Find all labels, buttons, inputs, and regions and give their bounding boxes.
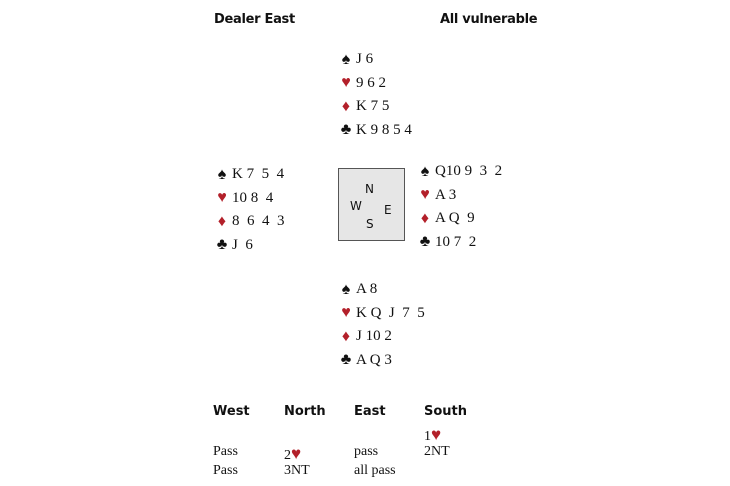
auction-call: Pass <box>213 444 238 460</box>
club-icon: ♣ <box>419 233 431 251</box>
auction-call: all pass <box>354 463 396 479</box>
compass-box: N W E S <box>338 168 405 241</box>
spade-icon: ♠ <box>341 50 351 68</box>
diamond-icon: ♦ <box>420 209 430 227</box>
spade-icon: ♠ <box>217 165 227 183</box>
call-text: 1 <box>424 429 431 444</box>
vulnerability-label: All vulnerable <box>440 12 538 27</box>
north-hand: ♠J 6♥9 6 2♦K 7 5♣K 9 8 5 4 <box>338 48 412 142</box>
north-hearts-row: ♥ 9 6 2 <box>338 72 412 96</box>
east-spades-cards: Q10 9 3 2 <box>435 163 503 180</box>
auction-header: East <box>354 404 386 419</box>
north-clubs-cards: K 9 8 5 4 <box>356 121 412 138</box>
south-spades-row: ♠ A 8 <box>338 278 425 302</box>
call-text: pass <box>354 444 379 459</box>
diamond-icon: ♦ <box>341 97 351 115</box>
east-hearts-cards: A 3 <box>435 186 457 203</box>
dealer-label: Dealer East <box>214 12 295 27</box>
south-hand: ♠A 8♥K Q J 7 5♦J 10 2♣A Q 3 <box>338 278 425 372</box>
auction-call: pass <box>354 444 378 460</box>
heart-icon: ♥ <box>420 186 430 204</box>
south-spades-cards: A 8 <box>356 281 378 298</box>
diamond-icon: ♦ <box>341 327 351 345</box>
auction-header: West <box>213 404 250 419</box>
compass-east: E <box>384 203 392 217</box>
call-text: Pass <box>213 444 238 459</box>
east-diamonds-row: ♦ A Q 9 <box>417 207 502 231</box>
east-hearts-row: ♥ A 3 <box>417 184 502 208</box>
heart-icon: ♥ <box>341 304 351 322</box>
east-spades-row: ♠ Q10 9 3 2 <box>417 160 502 184</box>
compass-south: S <box>366 217 374 231</box>
auction-call: 2NT <box>424 444 450 460</box>
east-hand: ♠Q10 9 3 2♥A 3♦A Q 9♣10 7 2 <box>417 160 502 254</box>
north-diamonds-cards: K 7 5 <box>356 98 390 115</box>
compass-north: N <box>365 182 374 196</box>
south-clubs-row: ♣A Q 3 <box>338 349 425 373</box>
heart-icon: ♥ <box>291 444 302 463</box>
compass-west: W <box>350 199 362 213</box>
call-text: 2NT <box>424 444 450 459</box>
north-spades-cards: J 6 <box>356 51 374 68</box>
south-hearts-row: ♥ K Q J 7 5 <box>338 302 425 326</box>
heart-icon: ♥ <box>217 189 227 207</box>
north-hearts-cards: 9 6 2 <box>356 74 386 91</box>
auction-call: 2♥ <box>284 444 301 464</box>
west-clubs-cards: J 6 <box>232 236 253 253</box>
west-hearts-cards: 10 8 4 <box>232 189 274 206</box>
west-clubs-row: ♣J 6 <box>214 234 285 258</box>
club-icon: ♣ <box>216 236 228 254</box>
heart-icon: ♥ <box>341 74 351 92</box>
west-spades-cards: K 7 5 4 <box>232 166 285 183</box>
east-clubs-cards: 10 7 2 <box>435 233 477 250</box>
south-diamonds-row: ♦ J 10 2 <box>338 325 425 349</box>
east-clubs-row: ♣10 7 2 <box>417 231 502 255</box>
auction-call: 3NT <box>284 463 310 479</box>
auction-header: South <box>424 404 468 419</box>
club-icon: ♣ <box>340 351 352 369</box>
auction-header: North <box>284 404 326 419</box>
call-text: 2 <box>284 448 291 463</box>
spade-icon: ♠ <box>420 162 430 180</box>
call-text: 3NT <box>284 463 310 478</box>
club-icon: ♣ <box>340 121 352 139</box>
west-hearts-row: ♥ 10 8 4 <box>214 187 285 211</box>
north-clubs-row: ♣K 9 8 5 4 <box>338 119 412 143</box>
call-text: Pass <box>213 463 238 478</box>
spade-icon: ♠ <box>341 280 351 298</box>
auction-call: 1♥ <box>424 425 441 445</box>
auction-call: Pass <box>213 463 238 479</box>
diamond-icon: ♦ <box>217 212 227 230</box>
north-diamonds-row: ♦ K 7 5 <box>338 95 412 119</box>
west-diamonds-cards: 8 6 4 3 <box>232 213 285 230</box>
south-hearts-cards: K Q J 7 5 <box>356 304 425 321</box>
east-diamonds-cards: A Q 9 <box>435 210 475 227</box>
west-hand: ♠K 7 5 4♥10 8 4♦8 6 4 3♣J 6 <box>214 163 285 257</box>
south-clubs-cards: A Q 3 <box>356 351 392 368</box>
west-diamonds-row: ♦ 8 6 4 3 <box>214 210 285 234</box>
west-spades-row: ♠ K 7 5 4 <box>214 163 285 187</box>
south-diamonds-cards: J 10 2 <box>356 328 392 345</box>
north-spades-row: ♠ J 6 <box>338 48 412 72</box>
call-text: all pass <box>354 463 396 478</box>
heart-icon: ♥ <box>431 425 442 444</box>
